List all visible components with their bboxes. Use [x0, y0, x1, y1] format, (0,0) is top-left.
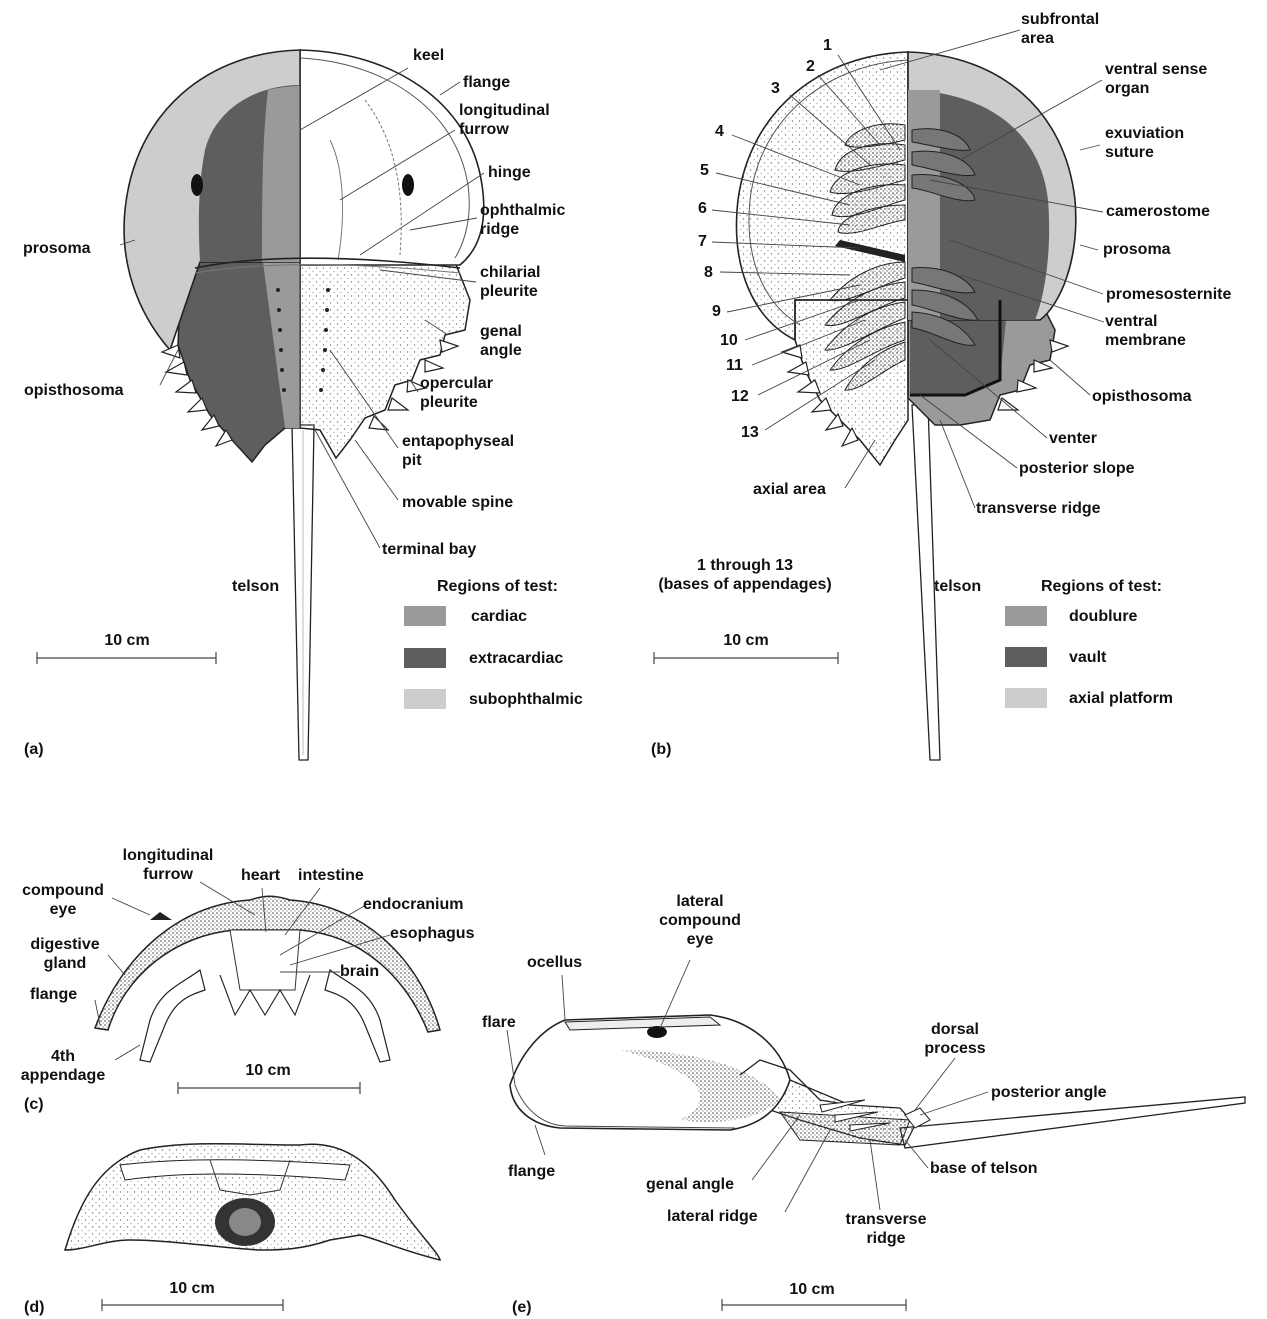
label-entapophyseal-pit: entapophyseal pit [402, 432, 514, 470]
label-venter: venter [1049, 429, 1097, 448]
scale-label-b: 10 cm [696, 631, 796, 650]
label-ocellus: ocellus [527, 953, 582, 972]
number-10: 10 [720, 331, 738, 350]
label-endocranium: endocranium [363, 895, 463, 914]
label-brain: brain [340, 962, 379, 981]
number-5: 5 [700, 161, 709, 180]
legend-label-extracardiac: extracardiac [469, 649, 563, 668]
label-digestive-gland: digestive gland [20, 935, 110, 973]
legend-swatch-doublure [1005, 606, 1047, 626]
label-telson-b: telson [934, 577, 981, 596]
label-genal-angle-e: genal angle [646, 1175, 734, 1194]
panel-tag-a: (a) [24, 740, 44, 759]
panel-tag-c: (c) [24, 1095, 44, 1114]
label-ventral-membrane: ventral membrane [1105, 312, 1186, 350]
label-opisthosoma-b: opisthosoma [1092, 387, 1192, 406]
legend-label-subophthalmic: subophthalmic [469, 690, 583, 709]
legend-label-doublure: doublure [1069, 607, 1137, 626]
label-intestine: intestine [298, 866, 364, 885]
label-longitudinal-furrow: longitudinal furrow [459, 101, 550, 139]
label-flare: flare [482, 1013, 516, 1032]
panel-tag-d: (d) [24, 1298, 44, 1317]
label-hinge: hinge [488, 163, 531, 182]
legend-swatch-subophthalmic [404, 689, 446, 709]
label-terminal-bay: terminal bay [382, 540, 476, 559]
legend-label-axial-platform: axial platform [1069, 689, 1173, 708]
label-ventral-sense-organ: ventral sense organ [1105, 60, 1207, 98]
label-telson-a: telson [232, 577, 279, 596]
legend-title-a: Regions of test: [437, 577, 558, 596]
panel-c-scale-bar [178, 1082, 360, 1094]
number-11: 11 [726, 356, 743, 375]
label-prosoma-b: prosoma [1103, 240, 1171, 259]
label-lateral-ridge: lateral ridge [667, 1207, 758, 1226]
number-3: 3 [771, 79, 780, 98]
number-8: 8 [704, 263, 713, 282]
label-longitudinal-furrow-c: longitudinal furrow [103, 846, 233, 884]
label-heart: heart [241, 866, 280, 885]
label-keel: keel [413, 46, 444, 65]
label-camerostome: camerostome [1106, 202, 1210, 221]
label-compound-eye: compound eye [8, 881, 118, 919]
label-flange-c: flange [30, 985, 77, 1004]
scale-label-a: 10 cm [77, 631, 177, 650]
panel-tag-b: (b) [651, 740, 671, 759]
legend-swatch-extracardiac [404, 648, 446, 668]
label-prosoma: prosoma [23, 239, 91, 258]
scale-label-d: 10 cm [142, 1279, 242, 1298]
label-appendage-note: 1 through 13 (bases of appendages) [620, 556, 870, 594]
panel-d-scale-bar [102, 1299, 283, 1311]
label-base-of-telson: base of telson [930, 1159, 1038, 1178]
label-promesosternite: promesosternite [1106, 285, 1231, 304]
label-4th-appendage: 4th appendage [3, 1047, 123, 1085]
panel-c-drawing [95, 896, 440, 1062]
number-2: 2 [806, 57, 815, 76]
number-9: 9 [712, 302, 721, 321]
label-posterior-angle: posterior angle [991, 1083, 1107, 1102]
label-transverse-ridge-e: transverse ridge [826, 1210, 946, 1248]
label-genal-angle: genal angle [480, 322, 522, 360]
label-movable-spine: movable spine [402, 493, 513, 512]
label-opercular-pleurite: opercular pleurite [420, 374, 493, 412]
label-posterior-slope: posterior slope [1019, 459, 1135, 478]
label-chilarial-pleurite: chilarial pleurite [480, 263, 540, 301]
legend-swatch-vault [1005, 647, 1047, 667]
label-esophagus: esophagus [390, 924, 474, 943]
number-12: 12 [731, 387, 749, 406]
label-subfrontal-area: subfrontal area [1021, 10, 1099, 48]
panel-a-scale-bar [37, 652, 216, 664]
panel-e-drawing [510, 1015, 1245, 1148]
label-ophthalmic-ridge: ophthalmic ridge [480, 201, 565, 239]
legend-swatch-cardiac [404, 606, 446, 626]
number-13: 13 [741, 423, 759, 442]
label-opisthosoma: opisthosoma [24, 381, 124, 400]
panel-b-scale-bar [654, 652, 838, 664]
number-4: 4 [715, 122, 724, 141]
panel-tag-e: (e) [512, 1298, 532, 1317]
scale-label-e: 10 cm [762, 1280, 862, 1299]
scale-label-c: 10 cm [218, 1061, 318, 1080]
label-flange: flange [463, 73, 510, 92]
label-dorsal-process: dorsal process [905, 1020, 1005, 1058]
number-7: 7 [698, 232, 707, 251]
legend-title-b: Regions of test: [1041, 577, 1162, 596]
label-axial-area: axial area [753, 480, 826, 499]
label-transverse-ridge-b: transverse ridge [976, 499, 1101, 518]
panel-d-drawing [65, 1144, 440, 1260]
legend-label-vault: vault [1069, 648, 1106, 667]
panel-e-scale-bar [722, 1299, 906, 1311]
legend-swatch-axial-platform [1005, 688, 1047, 708]
legend-label-cardiac: cardiac [471, 607, 527, 626]
number-1: 1 [823, 36, 832, 55]
number-6: 6 [698, 199, 707, 218]
label-lateral-compound-eye: lateral compound eye [640, 892, 760, 949]
label-exuviation-suture: exuviation suture [1105, 124, 1184, 162]
label-flange-e: flange [508, 1162, 555, 1181]
